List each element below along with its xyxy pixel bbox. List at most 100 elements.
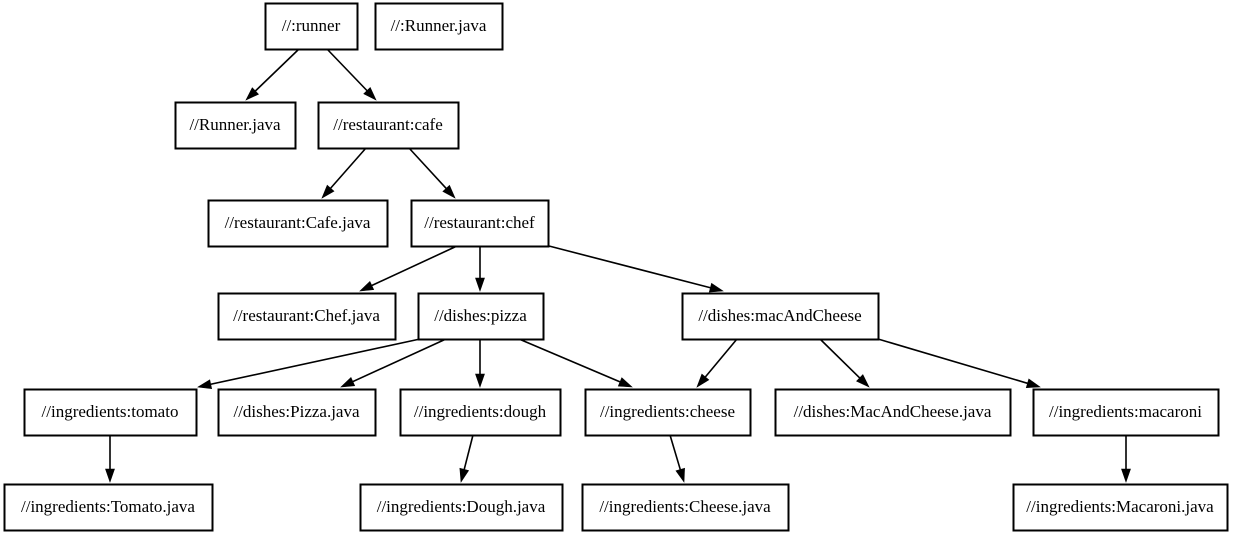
- graph-node-dishes_pizza[interactable]: //dishes:pizza: [417, 292, 545, 341]
- graph-edge: [518, 338, 633, 388]
- arrowhead-icon: [475, 373, 485, 388]
- node-label: //restaurant:Chef.java: [233, 306, 380, 325]
- node-label: //dishes:MacAndCheese.java: [794, 402, 992, 421]
- node-label: //restaurant:Cafe.java: [225, 213, 371, 232]
- node-box[interactable]: [1032, 388, 1220, 437]
- edges-layer: [105, 48, 1131, 483]
- graph-edge: [408, 147, 456, 199]
- arrowhead-icon: [459, 467, 470, 483]
- node-box[interactable]: [174, 101, 297, 150]
- node-label: //:runner: [282, 16, 341, 35]
- edge-line: [254, 48, 300, 92]
- graph-node-dishes_macandcheese[interactable]: //dishes:macAndCheese: [681, 292, 880, 341]
- arrowhead-icon: [696, 373, 710, 388]
- node-label: //:Runner.java: [391, 16, 487, 35]
- graph-edge: [340, 338, 447, 388]
- node-box[interactable]: [410, 199, 550, 248]
- graph-node-ing_dough_java[interactable]: //ingredients:Dough.java: [359, 483, 564, 532]
- arrowhead-icon: [197, 379, 213, 389]
- edge-line: [704, 338, 738, 378]
- graph-node-dishes_pizza_java[interactable]: //dishes:Pizza.java: [217, 388, 377, 437]
- node-label: //ingredients:Tomato.java: [21, 497, 195, 516]
- edge-line: [548, 245, 711, 289]
- graph-edge: [245, 48, 300, 101]
- graph-node-ing_cheese_java[interactable]: //ingredients:Cheese.java: [581, 483, 790, 532]
- node-label: //ingredients:cheese: [600, 402, 735, 421]
- node-box[interactable]: [581, 483, 790, 532]
- graph-node-root_runner_java[interactable]: //:Runner.java: [374, 2, 504, 51]
- graph-node-ing_macaroni[interactable]: //ingredients:macaroni: [1032, 388, 1220, 437]
- node-box[interactable]: [1012, 483, 1229, 532]
- arrowhead-icon: [105, 468, 115, 483]
- graph-node-ing_dough[interactable]: //ingredients:dough: [399, 388, 562, 437]
- arrowhead-icon: [321, 184, 335, 199]
- graph-edge: [877, 338, 1041, 388]
- node-label: //dishes:pizza: [434, 306, 527, 325]
- node-box[interactable]: [774, 388, 1012, 437]
- node-box[interactable]: [584, 388, 752, 437]
- graph-edge: [475, 339, 485, 388]
- graph-edge: [548, 245, 724, 293]
- arrowhead-icon: [363, 86, 377, 101]
- node-box[interactable]: [207, 199, 389, 248]
- graph-edge: [669, 434, 685, 483]
- node-label: //restaurant:cafe: [333, 115, 443, 134]
- node-label: //restaurant:chef: [424, 213, 535, 232]
- graph-edge: [1121, 435, 1131, 483]
- node-label: //ingredients:Dough.java: [377, 497, 546, 516]
- graph-node-restaurant_cafe[interactable]: //restaurant:cafe: [317, 101, 460, 150]
- node-label: //ingredients:tomato: [42, 402, 179, 421]
- node-label: //ingredients:Macaroni.java: [1026, 497, 1214, 516]
- graph-edge: [696, 338, 738, 388]
- node-box[interactable]: [217, 292, 397, 341]
- graph-node-runner_java[interactable]: //Runner.java: [174, 101, 297, 150]
- graph-node-ing_tomato[interactable]: //ingredients:tomato: [23, 388, 198, 437]
- graph-edge: [326, 48, 377, 101]
- graph-edge: [105, 435, 115, 483]
- edge-line: [877, 338, 1028, 385]
- arrowhead-icon: [245, 87, 259, 101]
- arrowhead-icon: [475, 277, 485, 292]
- node-box[interactable]: [317, 101, 460, 150]
- node-box[interactable]: [359, 483, 564, 532]
- arrowhead-icon: [359, 280, 375, 292]
- node-box[interactable]: [681, 292, 880, 341]
- node-label: //dishes:macAndCheese: [698, 306, 861, 325]
- edge-line: [463, 434, 474, 470]
- graph-edge: [475, 246, 485, 292]
- edge-line: [819, 338, 861, 379]
- graph-node-restaurant_chef_java[interactable]: //restaurant:Chef.java: [217, 292, 397, 341]
- node-box[interactable]: [264, 2, 359, 51]
- edge-line: [371, 245, 458, 287]
- graph-node-ing_tomato_java[interactable]: //ingredients:Tomato.java: [3, 483, 214, 532]
- arrowhead-icon: [442, 184, 456, 199]
- node-box[interactable]: [374, 2, 504, 51]
- graph-edge: [459, 434, 474, 483]
- node-box[interactable]: [23, 388, 198, 437]
- node-box[interactable]: [3, 483, 214, 532]
- graph-edge: [819, 338, 870, 388]
- graph-node-runner[interactable]: //:runner: [264, 2, 359, 51]
- edge-line: [669, 434, 682, 470]
- graph-node-ing_macaroni_java[interactable]: //ingredients:Macaroni.java: [1012, 483, 1229, 532]
- graph-node-dishes_mac_java[interactable]: //dishes:MacAndCheese.java: [774, 388, 1012, 437]
- node-box[interactable]: [217, 388, 377, 437]
- graph-edge: [197, 338, 421, 389]
- graph-node-restaurant_cafe_java[interactable]: //restaurant:Cafe.java: [207, 199, 389, 248]
- arrowhead-icon: [1121, 468, 1131, 483]
- edge-line: [210, 338, 421, 386]
- edge-line: [326, 48, 368, 92]
- arrowhead-icon: [617, 377, 633, 388]
- node-label: //ingredients:dough: [414, 402, 547, 421]
- node-label: //ingredients:Cheese.java: [599, 497, 771, 516]
- graph-edge: [321, 147, 367, 199]
- node-box[interactable]: [417, 292, 545, 341]
- node-label: //Runner.java: [189, 115, 281, 134]
- graph-node-restaurant_chef[interactable]: //restaurant:chef: [410, 199, 550, 248]
- node-box[interactable]: [399, 388, 562, 437]
- arrowhead-icon: [675, 467, 685, 483]
- graph-node-ing_cheese[interactable]: //ingredients:cheese: [584, 388, 752, 437]
- arrowhead-icon: [708, 282, 724, 293]
